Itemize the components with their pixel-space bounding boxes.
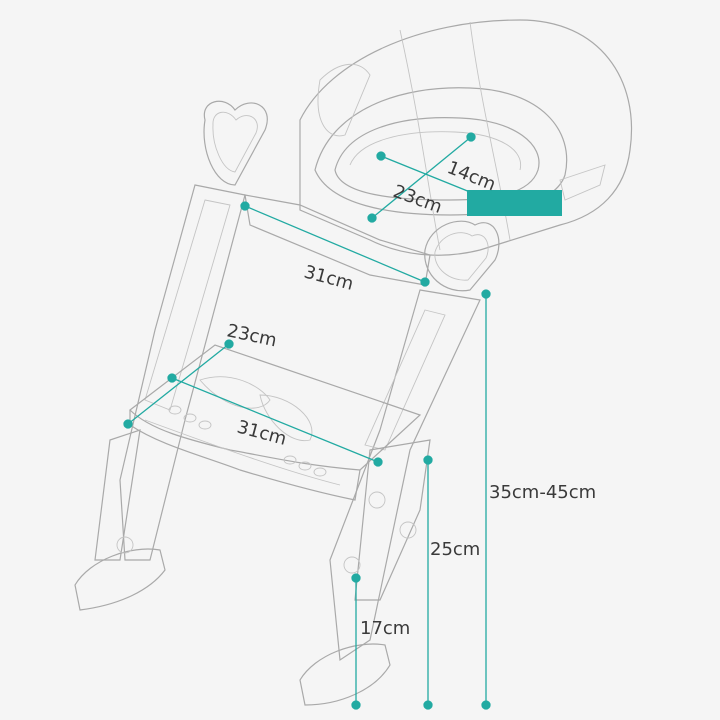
label-step-height-upper: 25cm <box>430 539 480 560</box>
dimension-step-depth <box>123 339 234 429</box>
teal-label-block <box>467 190 562 216</box>
feet-outline <box>74 491 417 706</box>
label-handle-width: 31cm <box>302 262 356 295</box>
dimension-step-height-upper <box>423 455 433 710</box>
dimension-seat-height <box>481 289 491 710</box>
label-seat-width: 14cm <box>444 157 499 195</box>
step-outline <box>129 344 422 501</box>
ladder-rails-outline <box>94 184 481 662</box>
dimension-step-width <box>167 373 383 467</box>
label-step-width: 31cm <box>235 417 289 450</box>
handles-outline <box>203 100 500 292</box>
label-step-height-lower: 17cm <box>360 618 410 639</box>
dimension-seat-depth <box>367 132 476 223</box>
label-step-depth: 23cm <box>225 320 279 351</box>
seat-outline <box>299 19 632 256</box>
dimension-handle-width <box>240 201 430 287</box>
label-seat-height: 35cm-45cm <box>489 482 596 503</box>
dimension-step-height-lower <box>351 573 361 710</box>
